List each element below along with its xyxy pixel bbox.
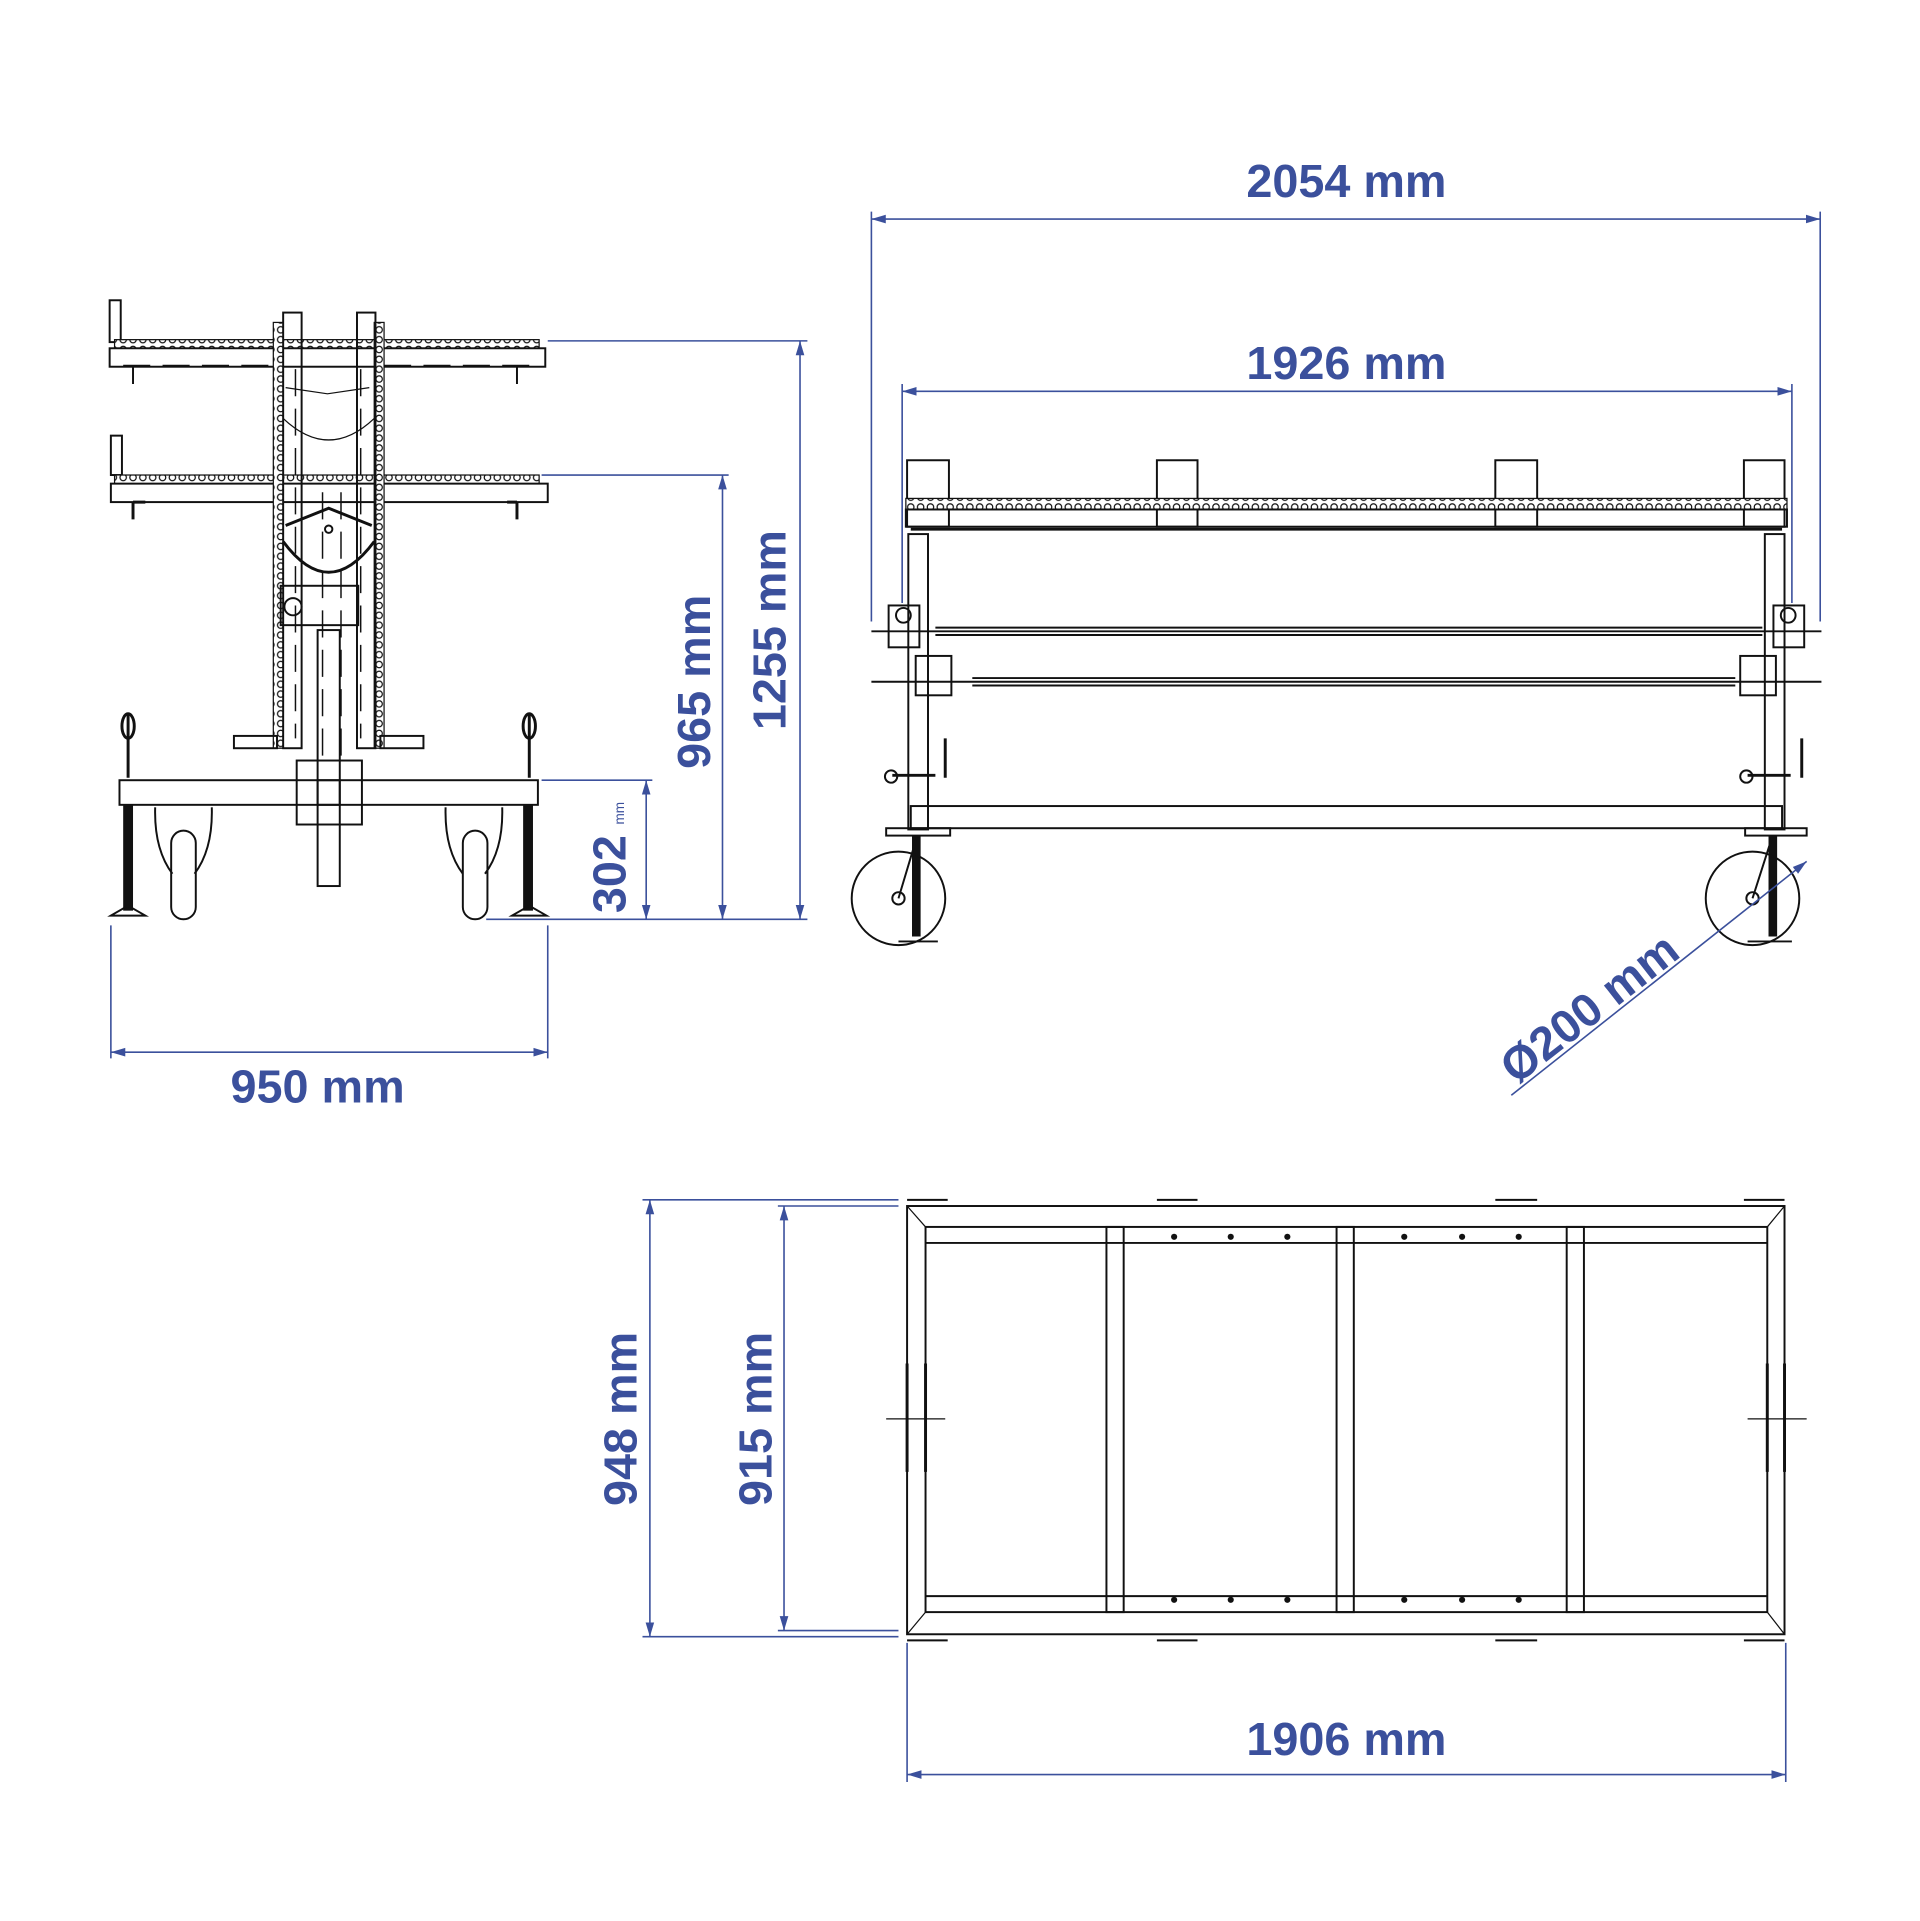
dim-width-inner: 915 mm (730, 1332, 782, 1506)
dim-length-top: 1906 mm (1246, 1713, 1446, 1765)
dim-height-base-unit: mm (612, 802, 627, 825)
dimensions: 2054 mm 1926 mm Ø200 mm 950 mm 1255 mm 9… (110, 155, 1822, 1782)
dim-length-overall: 2054 mm (1246, 155, 1446, 207)
dim-width-front: 950 mm (231, 1061, 405, 1113)
dim-length-frame: 1926 mm (1246, 337, 1446, 389)
front-view (107, 299, 551, 921)
dim-height-shelf: 965 mm (668, 595, 720, 769)
top-view (886, 1198, 1807, 1642)
side-view (850, 459, 1822, 947)
dim-height-total: 1255 mm (743, 530, 795, 730)
dim-height-base: 302 (583, 835, 635, 913)
dim-width-outer: 948 mm (594, 1332, 646, 1506)
dim-wheel-diameter: Ø200 mm (1490, 923, 1688, 1094)
